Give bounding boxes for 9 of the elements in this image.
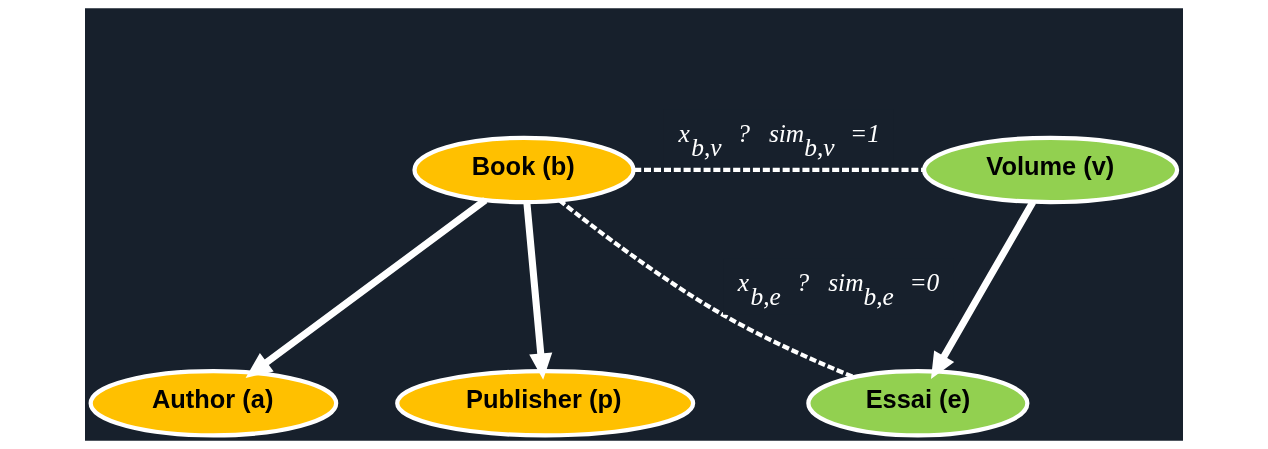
arrow <box>930 200 1036 380</box>
node-ellipse: Publisher (p) <box>395 369 696 438</box>
arrow <box>523 201 553 380</box>
node-ellipse: Author (a) <box>88 369 339 438</box>
node-ellipse: Book (b) <box>412 135 636 205</box>
arrow <box>245 197 488 378</box>
connector <box>634 167 924 173</box>
node-ellipse: Volume (v) <box>921 135 1180 205</box>
node-ellipse: Essai (e) <box>806 369 1030 438</box>
